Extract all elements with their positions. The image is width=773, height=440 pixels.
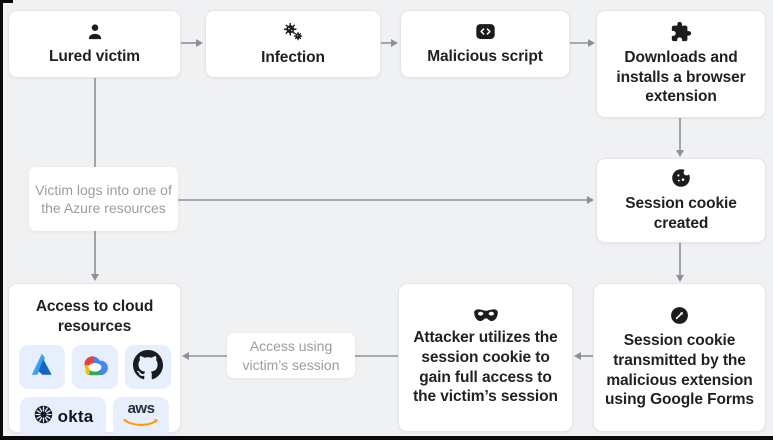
node-infection: Infection [205,10,381,78]
node-label: Session cookie created [625,195,737,232]
github-tile [124,345,171,390]
node-label: Access to cloud resources [35,298,154,335]
okta-tile: okta [20,397,106,438]
puzzle-icon [670,21,692,43]
node-label: Downloads and installs a browser extensi… [616,49,746,106]
node-label: Attacker utilizes the session cookie to … [413,329,558,406]
edge-script-to-extension [570,39,595,47]
cloud-logo-grid: okta aws [18,345,171,438]
edge-login-to-cookie-created [178,196,594,204]
azure-tile [18,345,65,390]
azure-logo [27,350,56,384]
node-downloads-extension: Downloads and installs a browser extensi… [596,10,766,118]
okta-logo-text: okta [57,407,94,427]
mask-icon [473,308,499,323]
screen-edge-left [0,0,3,440]
edge-lured-to-infection [181,39,203,47]
node-label: Lured victim [49,47,140,65]
node-session-cookie-created: Session cookie created [596,158,766,243]
edge-label-victim-login: Victim logs into one of the Azure resour… [29,167,178,231]
node-label: Session cookie transmitted by the malici… [605,332,754,409]
virus-icon [282,21,304,43]
aws-tile: aws [113,397,169,438]
code-badge-icon [475,21,496,42]
node-label: Infection [261,48,325,66]
node-access-cloud-resources: Access to cloud resources [8,283,181,438]
screen-edge-bottom [0,436,773,440]
google-cloud-logo [79,353,110,381]
node-malicious-script: Malicious script [400,10,570,78]
google-cloud-tile [71,345,118,390]
edge-transmitted-to-attacker [574,352,593,360]
edge-label-access-session: Access using victim’s session [227,333,355,378]
screen-edge-top-mark [0,0,13,3]
aws-logo-text: aws [127,399,155,417]
github-logo [132,349,163,385]
node-label: Malicious script [427,48,543,66]
share-arrow-icon [669,305,690,326]
edge-label-text: Victim logs into one of the Azure resour… [35,181,172,216]
aws-logo-smile [122,416,160,434]
edge-extension-to-cookie-created [676,118,684,157]
edge-created-to-transmitted [676,243,684,282]
node-cookie-transmitted: Session cookie transmitted by the malici… [593,283,766,432]
node-lured-victim: Lured victim [8,10,181,78]
edge-infection-to-script [381,39,398,47]
node-attacker-utilizes: Attacker utilizes the session cookie to … [398,283,573,432]
cookie-icon [670,167,692,189]
person-icon [85,22,105,42]
okta-logo [33,404,54,430]
edge-label-text: Access using victim’s session [242,338,340,373]
